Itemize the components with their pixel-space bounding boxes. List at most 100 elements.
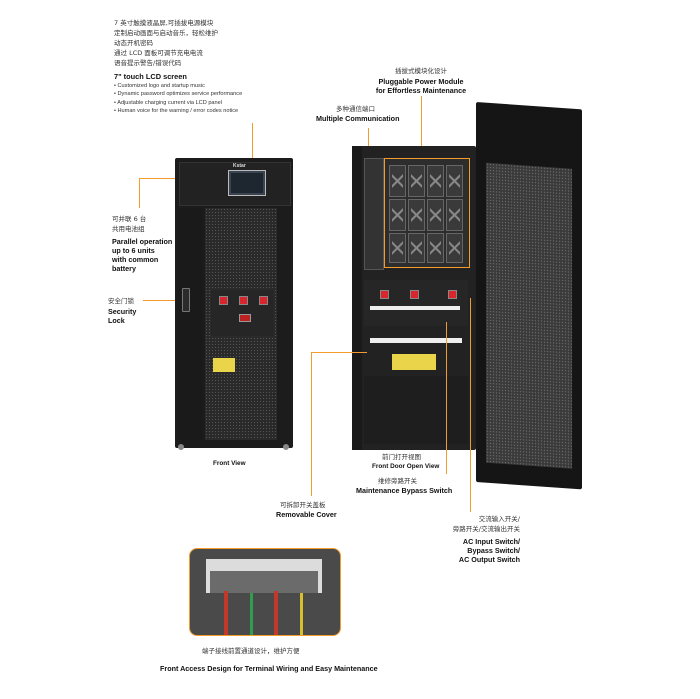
switch-icon [259,296,268,305]
lock-feature-block: 安全门锁 Security Lock [108,296,168,325]
parallel-cn-line-2: 共用电池组 [112,225,145,233]
open-door-mesh [486,162,572,469]
switch-icon [380,290,389,299]
parallel-callout-line-h [139,178,179,179]
lcd-callout-line-v [252,123,253,181]
power-module [446,233,463,263]
cable-red [224,591,228,635]
terminal-cn: 端子接线前置通道设计，维护方便 [202,647,300,655]
lock-en-line-2: Lock [108,316,125,325]
comm-ports-panel [364,158,384,270]
bypass-handle-icon [239,314,251,322]
cover-callout-line-v [311,352,312,496]
cable-green [250,593,253,635]
security-lock-icon [182,288,190,312]
power-module [408,165,425,197]
power-module [389,199,406,231]
terminal-en: Front Access Design for Terminal Wiring … [160,664,378,673]
open-front-door [476,102,582,490]
brand-logo: Kstar [233,163,246,169]
lcd-bullet: Human voice for the warning / error code… [114,107,304,115]
front-view-caption: Front View [213,460,246,467]
lcd-cn-line-5: 语音提示警告/错误代码 [114,59,182,67]
lcd-cn-line-1: 7 英寸触摸液晶屏,可插拔电源模块 [114,19,214,27]
cover-callout-line-h [311,352,367,353]
terminal-block [210,571,318,593]
power-module-bay [384,158,470,268]
ups-cabinet-open [352,146,476,450]
lcd-cn-line-2: 定制启动画面与启动音乐，轻松维护 [114,29,218,37]
door-left-strip [179,208,203,440]
lcd-cn-line-4: 通过 LCD 面板可调节充电电流 [114,49,203,57]
power-module [389,165,406,197]
warning-label [213,358,235,372]
power-module [446,165,463,197]
ac-switch-block: 交流输入开关/ 旁路开关/交流输出开关 AC Input Switch/ Byp… [420,514,520,564]
caster-wheel-icon [283,444,289,450]
multi-comm-cn: 多种通信端口 [336,105,375,113]
power-module [427,233,444,263]
terminal-wiring-photo [189,548,341,636]
switch-icon [448,290,457,299]
lock-cn: 安全门锁 [108,297,134,305]
ac-en-line-3: AC Output Switch [458,555,520,564]
pluggable-en-line-2: for Effortless Maintenance [375,86,467,95]
parallel-en-line-2: up to 6 units [112,246,155,255]
pluggable-en-line-1: Pluggable Power Module [378,77,464,86]
parallel-feature-block: 可并联 6 台 共用电池组 Parallel operation up to 6… [112,214,192,273]
multi-comm-callout-line [368,128,369,158]
door-open-en: Front Door Open View [372,463,440,470]
power-module [408,233,425,263]
lcd-bullet: Customized logo and startup music [114,82,304,90]
cover-label-strip [370,338,462,343]
power-module [389,233,406,263]
cover-en: Removable Cover [276,510,337,519]
bypass-callout-line [446,322,447,474]
pluggable-callout-line [421,96,422,156]
power-module [427,199,444,231]
parallel-en-line-4: battery [112,264,136,273]
cable-yellow [300,593,303,635]
switch-label-strip [370,306,460,310]
ac-cn-line-1: 交流输入开关/ [478,515,520,523]
bypass-en: Maintenance Bypass Switch [356,486,453,495]
lock-en-line-1: Security [108,307,137,316]
lcd-bullet-list: Customized logo and startup music Dynami… [114,82,304,116]
parallel-en-line-3: with common [112,255,159,264]
cable-red [274,591,278,635]
lcd-bullet: Dynamic password optimizes service perfo… [114,90,304,98]
ac-en-line-2: Bypass Switch/ [467,546,520,555]
lcd-feature-block: 7 英寸触摸液晶屏,可插拔电源模块 定制启动画面与启动音乐，轻松维护 动态开机密… [114,18,304,116]
lcd-cn-line-3: 动态开机密码 [114,39,153,47]
switch-icon [219,296,228,305]
lcd-bullet: Adjustable charging current via LCD pane… [114,99,304,107]
ups-cabinet-front: Kstar [175,158,293,450]
door-open-caption-block: 前门打开视图 Front Door Open View [372,452,462,471]
lcd-screen [228,170,266,196]
power-module [408,199,425,231]
lcd-display [231,173,263,193]
cabinet-side-strip [352,146,362,450]
bypass-feature-block: 维修旁路开关 Maintenance Bypass Switch [356,476,476,495]
lcd-title: 7" touch LCD screen [114,72,187,81]
bypass-cn: 维修旁路开关 [378,477,417,485]
parallel-en-line-1: Parallel operation [112,237,173,246]
power-module [427,165,444,197]
warning-label [392,354,436,370]
caster-wheel-icon [178,444,184,450]
ac-cn-line-2: 旁路开关/交流输出开关 [452,525,520,533]
parallel-callout-line-v [139,178,140,208]
switch-icon [239,296,248,305]
pluggable-cn: 插拔式模块化设计 [395,67,447,75]
ac-callout-line [470,298,471,512]
pluggable-feature-block: 插拔式模块化设计 Pluggable Power Module for Effo… [366,66,476,95]
cover-feature-block: 可拆卸开关盖板 Removable Cover [276,500,356,519]
power-module [446,199,463,231]
multi-comm-en: Multiple Communication [316,114,400,123]
multi-comm-block: 多种通信端口 Multiple Communication [316,104,416,123]
switch-panel [211,290,273,336]
switch-icon [410,290,419,299]
door-open-cn: 前门打开视图 [382,453,421,461]
lower-panel [364,376,468,444]
cover-cn: 可拆卸开关盖板 [280,501,326,509]
